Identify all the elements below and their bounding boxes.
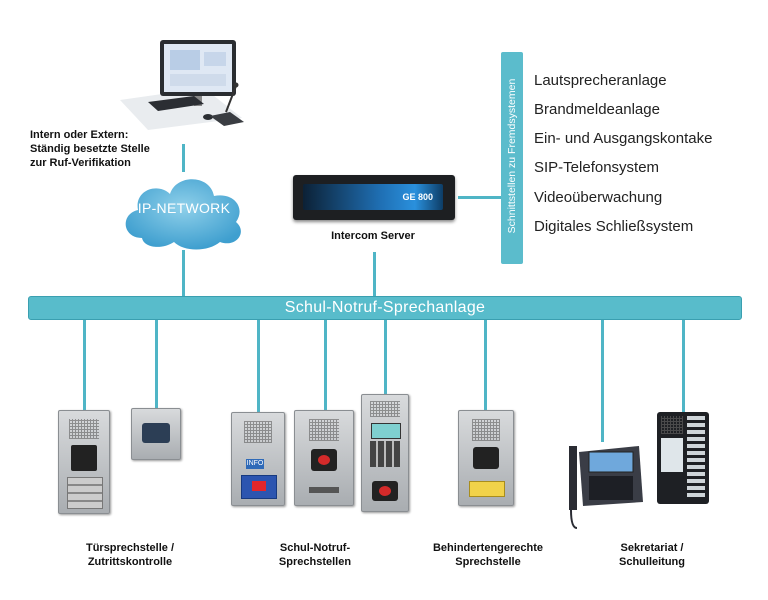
connector-bus-device-6 [484, 318, 487, 410]
connector-bus-device-3 [257, 318, 260, 412]
access-reader-panel [131, 408, 181, 460]
group-caption-door: Türsprechstelle / Zutrittskontrolle [85, 542, 175, 568]
interfaces-title: Schnittstellen zu Fremdsystemen [506, 78, 518, 234]
emergency-station-tall [361, 394, 409, 512]
connector-bus-device-4 [324, 318, 327, 410]
card-slot [309, 487, 339, 493]
hearing-icon [473, 447, 499, 469]
speaker-grill [309, 419, 339, 441]
info-button: INFO [246, 459, 264, 469]
red-call-button [311, 449, 337, 471]
station-keypad [370, 441, 400, 467]
speaker-grill [370, 401, 400, 417]
emergency-button [241, 475, 277, 499]
intercom-server: GE 800 [293, 175, 455, 220]
emergency-station-red [294, 410, 354, 506]
speaker-grill [661, 416, 683, 434]
connector-network-bus [182, 250, 185, 296]
group-caption-accessible: Behindertengerechte Sprechstelle [432, 542, 544, 568]
console-keys [687, 416, 705, 500]
computer-workstation-icon [120, 40, 244, 130]
connector-server-bus [373, 252, 376, 296]
interface-item: Ein- und Ausgangskontake [534, 130, 713, 147]
speaker-grill [472, 419, 500, 441]
bell-button [469, 481, 505, 497]
connector-bus-device-1 [83, 318, 86, 410]
interface-item: Videoüberwachung [534, 189, 663, 206]
station-display [371, 423, 401, 439]
door-station-keypad [67, 477, 103, 509]
connector-bus-device-7 [601, 318, 604, 442]
group-caption-office: Sekretariat / Schulleitung [619, 542, 685, 568]
group-caption-emergency: Schul-Notruf- Sprechstellen [278, 542, 352, 568]
interfaces-bar [501, 52, 523, 264]
connector-server-interfaces [458, 196, 501, 199]
interface-item: SIP-Telefonsystem [534, 159, 660, 176]
server-caption: Intercom Server [331, 230, 415, 242]
speaker-grill [69, 419, 99, 439]
ip-network-label: IP-NETWORK [137, 200, 231, 216]
door-station-display [71, 445, 97, 471]
connector-bus-device-2 [155, 318, 158, 408]
server-model: GE 800 [402, 192, 433, 202]
connector-pc-network [182, 144, 185, 172]
intercom-bus: Schul-Notruf-Sprechanlage [28, 296, 742, 320]
speaker-grill [244, 421, 272, 443]
emergency-station-info: INFO [231, 412, 285, 506]
connector-bus-device-8 [682, 318, 685, 412]
ip-network-cloud [125, 179, 241, 250]
console-display [661, 438, 683, 472]
red-call-button [372, 481, 398, 501]
interface-item: Brandmeldeanlage [534, 101, 660, 118]
accessible-station-panel [458, 410, 514, 506]
server-display [303, 184, 443, 210]
card-reader-icon [142, 423, 170, 443]
operator-console [657, 412, 709, 504]
interface-item: Lautspre­cheranlage [534, 72, 667, 89]
connector-bus-device-5 [384, 318, 387, 394]
operator-caption: Intern oder Extern: Ständig besetzte Ste… [30, 129, 150, 169]
door-station-panel [58, 410, 110, 514]
desk-phone-icon [569, 446, 643, 529]
interface-item: Digitales Schließsystem [534, 218, 694, 235]
